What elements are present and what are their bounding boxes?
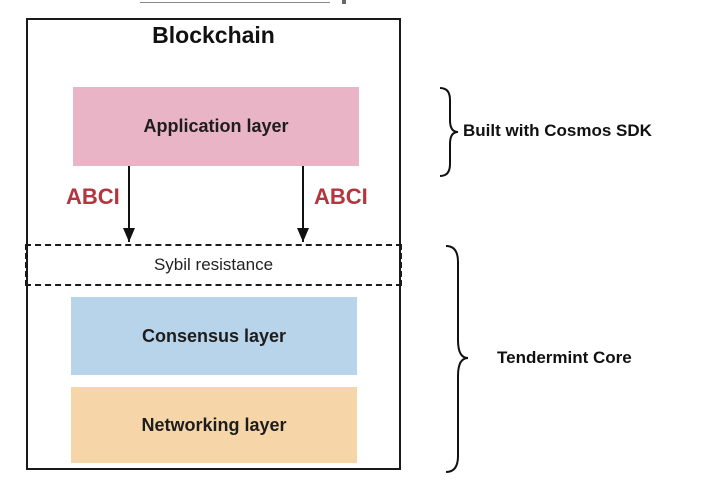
- diagram-title: Blockchain: [152, 22, 275, 48]
- cosmos-brace: [439, 87, 459, 177]
- consensus-layer-box: Consensus layer: [71, 297, 357, 375]
- application-layer-box: Application layer: [73, 87, 359, 166]
- tendermint-brace: [445, 245, 469, 473]
- top-edge-line: [140, 2, 330, 3]
- abci-arrowhead-right: [297, 228, 309, 242]
- top-edge-mark: [342, 0, 346, 4]
- abci-arrowhead-left: [123, 228, 135, 242]
- abci-label-left: ABCI: [66, 184, 120, 209]
- abci-label-right: ABCI: [314, 184, 368, 209]
- sybil-resistance-box: Sybil resistance: [25, 244, 402, 286]
- networking-layer-box: Networking layer: [71, 387, 357, 463]
- cosmos-sdk-label: Built with Cosmos SDK: [463, 121, 652, 140]
- tendermint-core-label: Tendermint Core: [497, 348, 632, 367]
